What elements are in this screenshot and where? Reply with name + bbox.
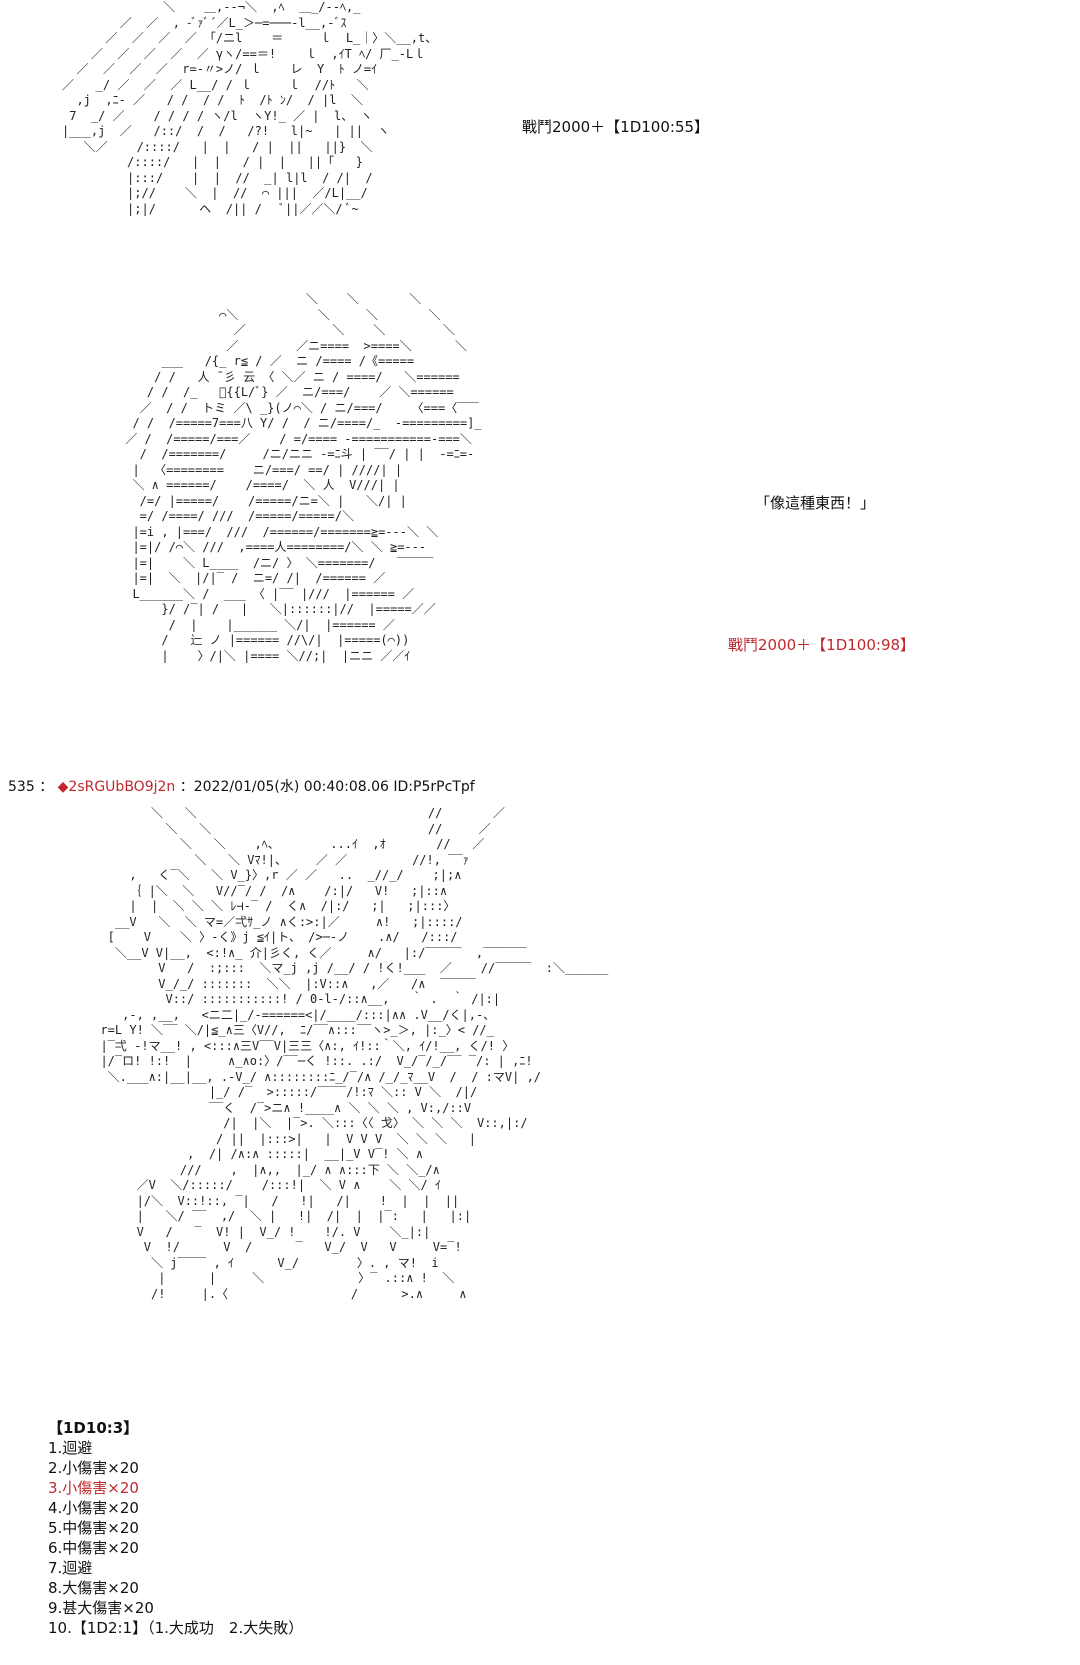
dice-option: 5.中傷害×20 bbox=[48, 1519, 139, 1537]
dice-option: 8.大傷害×20 bbox=[48, 1579, 139, 1597]
dice-option: 1.迴避 bbox=[48, 1439, 93, 1457]
post-separator: ： bbox=[39, 779, 54, 795]
ascii-art-panel-2: ＼ ＼ ＼ ⌒＼ ＼ ＼ ＼ ／ ＼ ＼ ＼ ／ ／ニ==== >====＼ ＼… bbox=[125, 292, 482, 663]
dice-option: 10.【1D2:1】（1.大成功 2.大失敗） bbox=[48, 1619, 304, 1637]
ascii-art-panel-3: ＼ ＼ // ／ ＼ ＼ // ／ ＼ ＼ ,ﾍ、 ...ｲ ,ｵ // ／ ＼… bbox=[100, 806, 609, 1301]
quote-caption: 「像這種東西！」 bbox=[755, 494, 876, 512]
post-number: 535 bbox=[8, 779, 35, 795]
battle-roll-caption-2: 戰鬥2000＋【1D100:98】 bbox=[728, 636, 916, 654]
ascii-art-panel-1: ＼ ＿,-‐¬＼ ,ﾍ ＿_/-‐ﾍ,_ ／ ／ , -ﾞｧﾞ´／L_＞─=──… bbox=[62, 0, 438, 216]
dice-title: 【1D10:3】 bbox=[48, 1419, 139, 1437]
dice-result-list: 【1D10:3】 1.迴避 2.小傷害×20 3.小傷害×20 4.小傷害×20… bbox=[48, 1418, 303, 1638]
dice-option: 7.迴避 bbox=[48, 1559, 93, 1577]
dice-option: 4.小傷害×20 bbox=[48, 1499, 139, 1517]
post-meta: ：2022/01/05(水) 00:40:08.06 ID:P5rPcTpf bbox=[179, 779, 475, 795]
battle-roll-caption-1: 戰鬥2000＋【1D100:55】 bbox=[522, 118, 710, 136]
dice-option: 6.中傷害×20 bbox=[48, 1539, 139, 1557]
dice-option: 2.小傷害×20 bbox=[48, 1459, 139, 1477]
poster-trip[interactable]: ◆2sRGUbBO9j2n bbox=[57, 779, 176, 795]
dice-option-selected: 3.小傷害×20 bbox=[48, 1479, 139, 1497]
post-header: 535 ： ◆2sRGUbBO9j2n ：2022/01/05(水) 00:40… bbox=[8, 776, 475, 796]
dice-option: 9.甚大傷害×20 bbox=[48, 1599, 154, 1617]
